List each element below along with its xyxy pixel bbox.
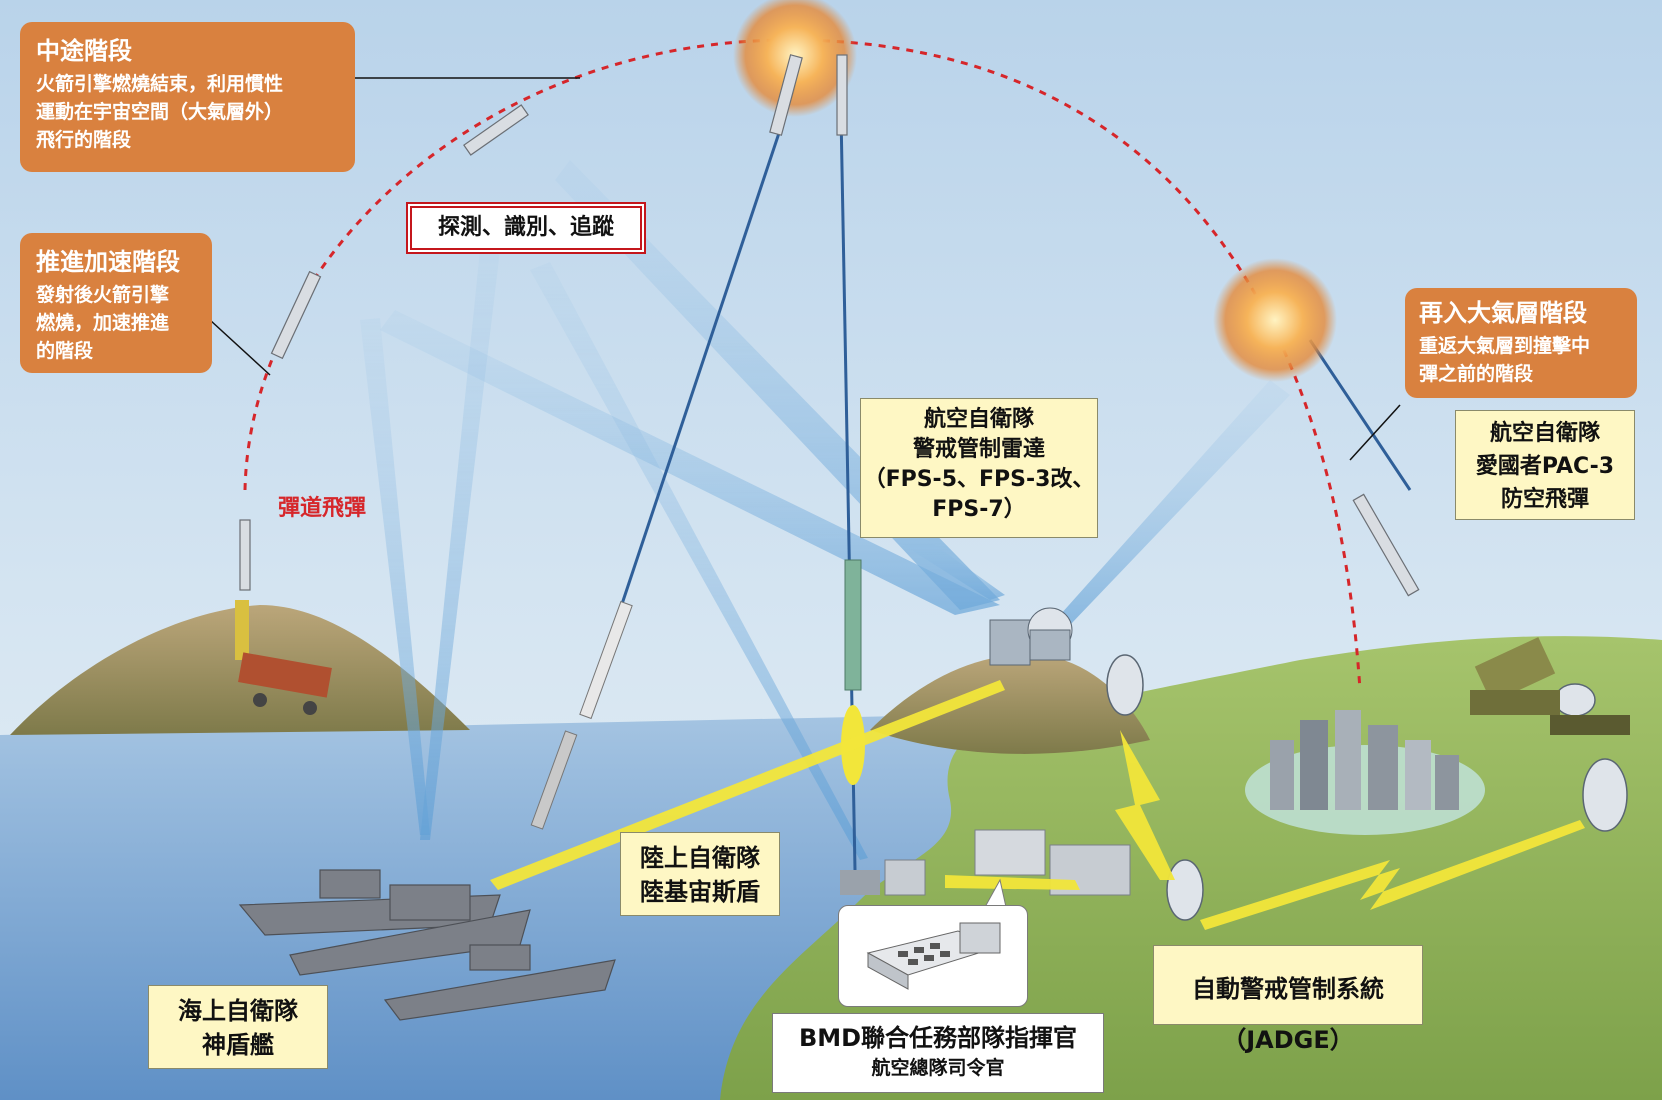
launch-island [10,605,470,735]
satellite-dish-icon [1106,654,1628,921]
ballistic-missile-label: 彈道飛彈 [278,496,367,521]
command-room-icon [866,922,1001,990]
midcourse-desc: 火箭引擎燃燒結束，利用慣性 運動在宇宙空間（大氣層外） 飛行的階段 [36,73,284,151]
reentry-desc: 重返大氣層到撞擊中 彈之前的階段 [1419,335,1591,385]
jadge-line2: （JADGE） [1222,1026,1354,1054]
reentry-title: 再入大氣層階段 [1419,299,1587,327]
jadge-line1: 自動警戒管制系統 [1192,975,1384,1003]
jadge-label: 自動警戒管制系統 （JADGE） [1153,945,1423,1054]
boost-desc: 發射後火箭引擎 燃燒，加速推進 的階段 [36,284,170,362]
radar-label: 航空自衛隊 警戒管制雷達 （FPS-5、FPS-3改、 FPS-7） [860,398,1098,538]
leader-lines [209,77,1401,461]
aegis-ashore-label: 陸上自衛隊 陸基宙斯盾 [620,832,780,916]
launcher-truck-icon [235,600,332,715]
midcourse-phase-box: 中途階段 火箭引擎燃燒結束，利用慣性 運動在宇宙空間（大氣層外） 飛行的階段 [20,22,355,172]
radar-hill [870,654,1150,754]
missile-icon [239,54,1420,597]
ship-icon [238,869,616,1021]
pac3-launcher-icon [1470,637,1630,735]
building-icon [974,710,1485,896]
lightning-link-icon [490,680,1585,930]
detect-track-label: 探測、識別、追蹤 [410,206,642,250]
commander-line1: BMD聯合任務部隊指揮官 [798,1024,1078,1052]
boost-phase-box: 推進加速階段 發射後火箭引擎 燃燒，加速推進 的階段 [20,233,212,373]
aegis-ashore-icon [840,859,926,896]
commander-line2: 航空總隊司令官 [871,1057,1005,1079]
commander-label: BMD聯合任務部隊指揮官 航空總隊司令官 [772,1013,1104,1093]
pac3-label: 航空自衛隊 愛國者PAC-3 防空飛彈 [1455,410,1635,520]
boost-title: 推進加速階段 [36,248,180,276]
radar-dome-icon [989,607,1073,666]
midcourse-title: 中途階段 [36,37,132,65]
aegis-ship-label: 海上自衛隊 神盾艦 [148,985,328,1069]
reentry-phase-box: 再入大氣層階段 重返大氣層到撞擊中 彈之前的階段 [1405,288,1637,398]
command-room-bubble [838,905,1028,1007]
